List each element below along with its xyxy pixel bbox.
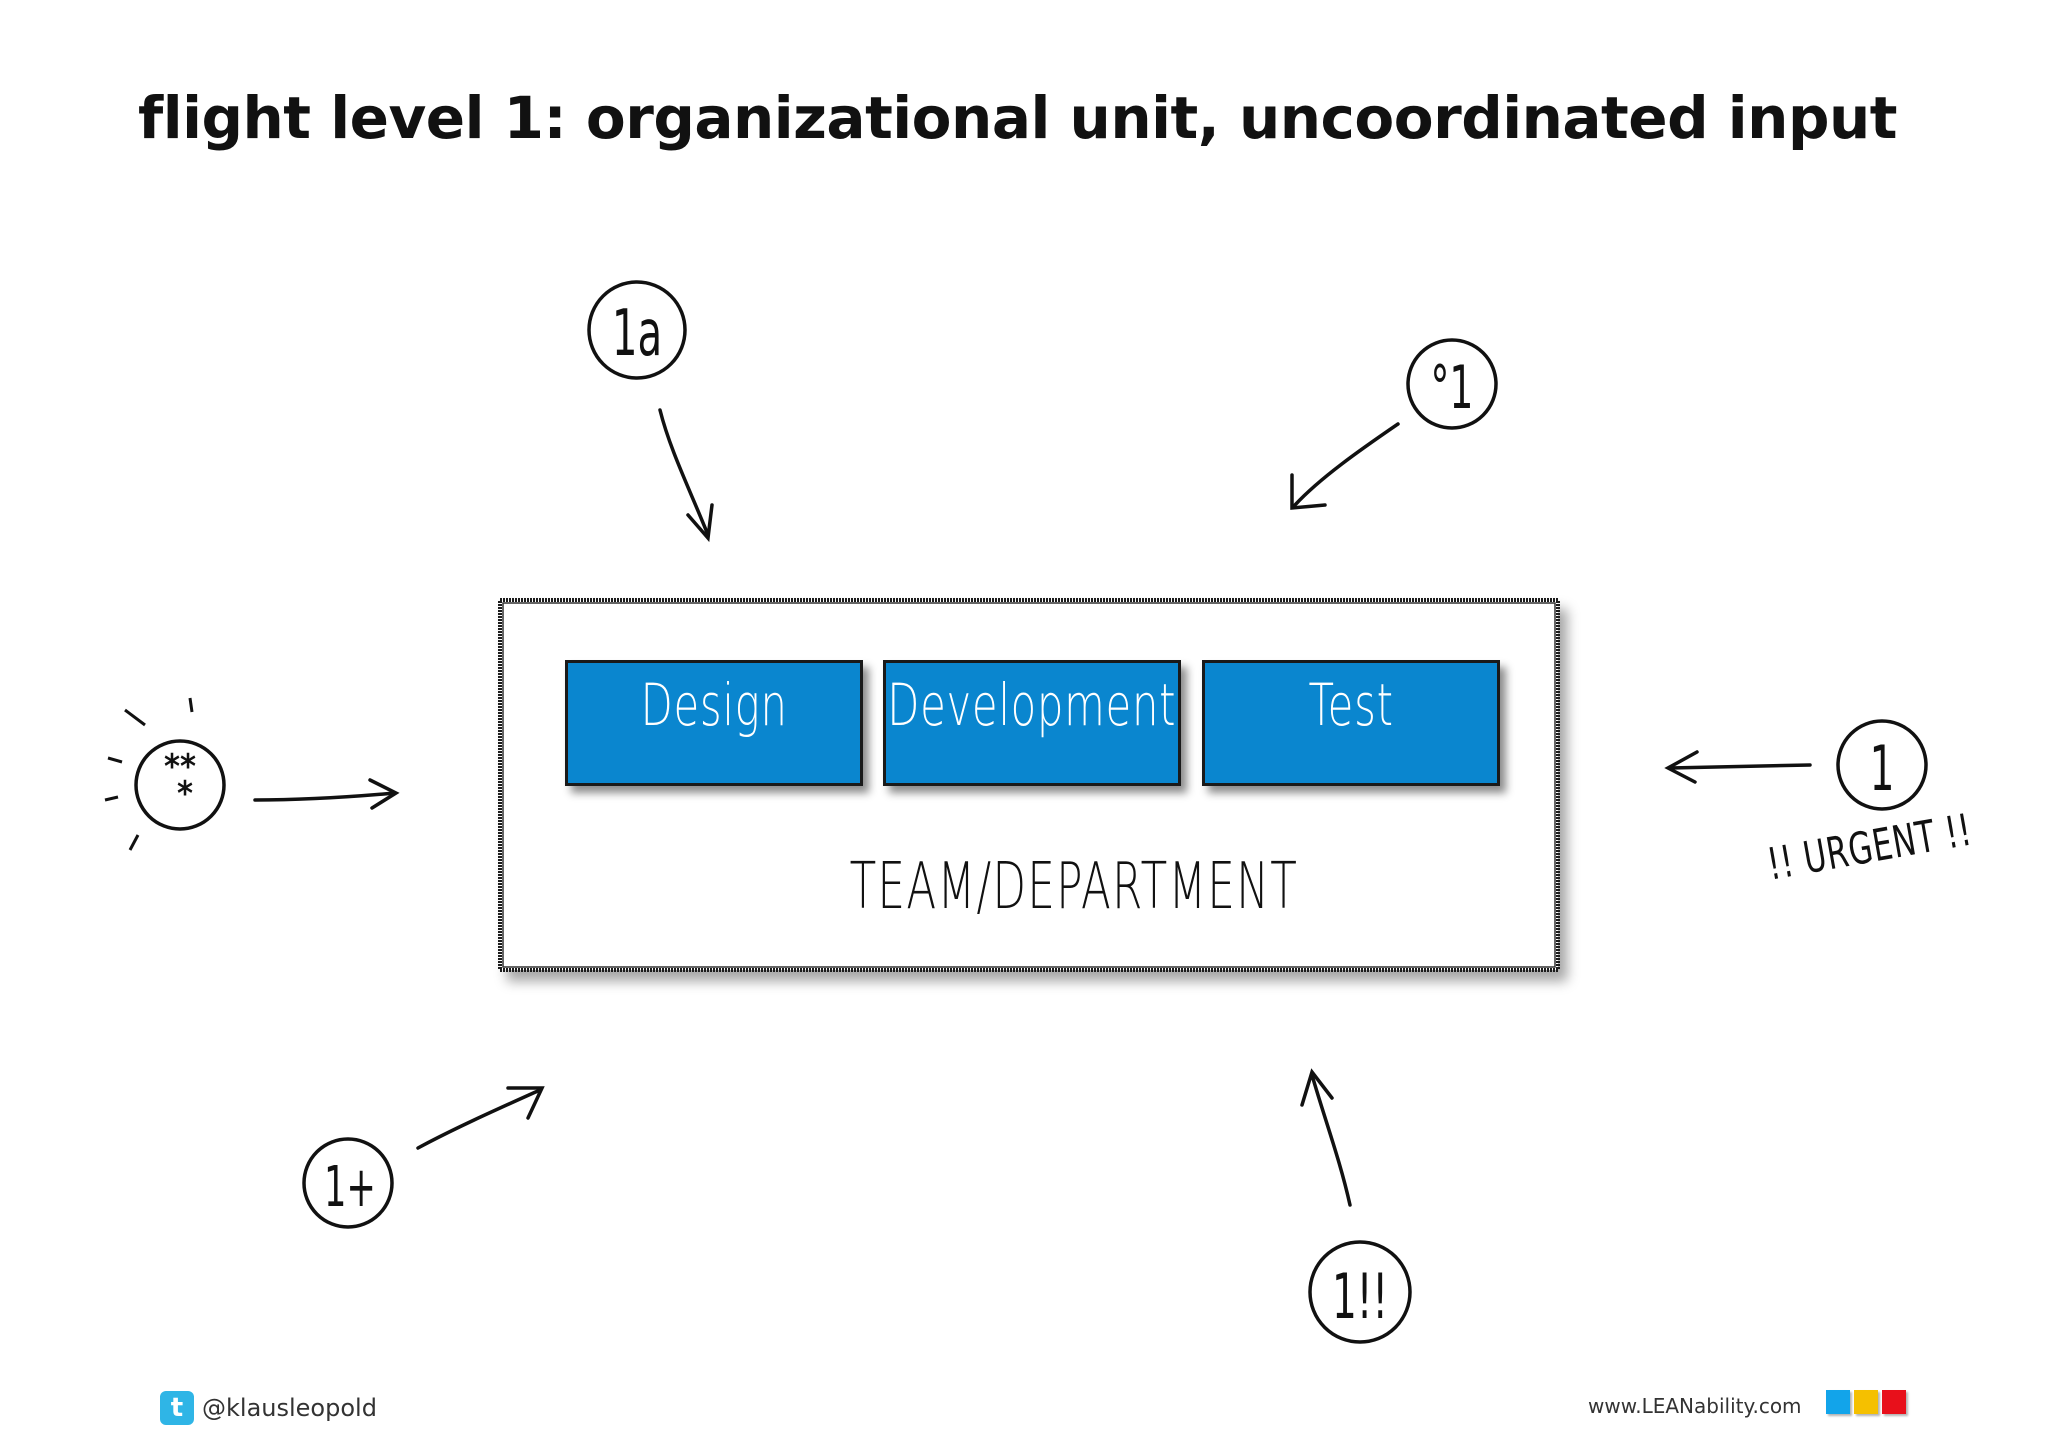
process-step-label: Test <box>1308 671 1394 739</box>
input-label-top-right: °1 <box>1431 354 1474 424</box>
arrow-left <box>253 778 400 810</box>
arrow-bottom-right <box>1300 1068 1352 1207</box>
page-title: flight level 1: organizational unit, unc… <box>138 84 1898 152</box>
arrow-right <box>1664 750 1812 784</box>
input-circle-left: ** * <box>104 697 226 851</box>
container-label: TEAM/DEPARTMENT <box>849 850 1299 924</box>
process-step-test: Test <box>1202 660 1500 786</box>
input-label-bottom-left: 1+ <box>324 1155 376 1220</box>
input-label-bottom-right: 1!! <box>1332 1260 1388 1333</box>
input-circle-top-right: °1 <box>1406 338 1498 430</box>
logo-square-yellow <box>1854 1390 1878 1414</box>
footer-twitter[interactable]: t @klausleopold <box>160 1391 377 1425</box>
logo-square-blue <box>1826 1390 1850 1414</box>
star-icon: ** <box>164 747 196 787</box>
twitter-icon: t <box>160 1391 194 1425</box>
process-step-label: Design <box>640 671 788 739</box>
input-label-top-left: 1a <box>612 297 662 371</box>
input-circle-bottom-right: 1!! <box>1308 1240 1412 1344</box>
input-circle-top-left: 1a <box>587 280 687 380</box>
input-circle-right: 1 <box>1836 719 1928 811</box>
arrow-top-left <box>658 408 714 543</box>
twitter-handle[interactable]: @klausleopold <box>202 1394 377 1422</box>
website-link[interactable]: www.LEANability.com <box>1588 1394 1802 1418</box>
process-step-label: Development <box>887 671 1177 739</box>
process-step-design: Design <box>565 660 863 786</box>
input-circle-bottom-left: 1+ <box>302 1137 394 1229</box>
arrow-bottom-left <box>416 1086 545 1150</box>
process-step-development: Development <box>883 660 1181 786</box>
arrow-top-right <box>1290 422 1400 510</box>
leanability-logo <box>1826 1390 1906 1414</box>
svg-text:*: * <box>177 774 193 814</box>
logo-square-red <box>1882 1390 1906 1414</box>
input-label-right: 1 <box>1870 732 1895 805</box>
